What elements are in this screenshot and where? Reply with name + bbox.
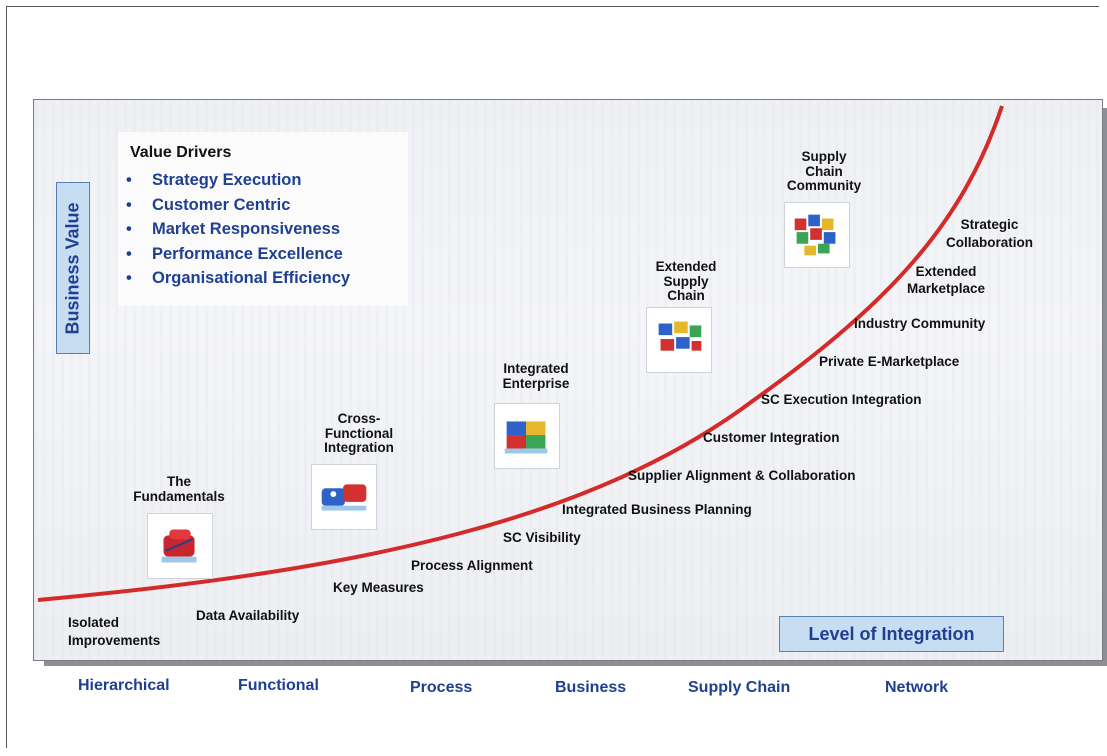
label-supplier-alignment-collaboration: Supplier Alignment & Collaboration (628, 468, 856, 483)
value-driver-item: Market Responsiveness (126, 217, 350, 242)
label-data-availability: Data Availability (196, 608, 300, 623)
category-hierarchical: Hierarchical (78, 677, 170, 694)
diagram-panel: Value Drivers Strategy Execution Custome… (33, 99, 1103, 661)
page-frame (6, 6, 1099, 748)
cross-functional-blocks-icon (311, 464, 377, 530)
level-of-integration-axis-label: Level of Integration (779, 616, 1004, 652)
business-value-axis-label: Business Value (56, 182, 90, 354)
category-network: Network (885, 679, 949, 696)
value-drivers-title: Value Drivers (130, 144, 232, 161)
label-key-measures: Key Measures (333, 580, 424, 595)
label-sc-visibility: SC Visibility (503, 530, 581, 545)
value-driver-item: Organisational Efficiency (126, 266, 350, 291)
value-driver-item: Customer Centric (126, 193, 350, 218)
label-sc-execution-integration: SC Execution Integration (761, 392, 922, 407)
value-drivers-box: Value Drivers Strategy Execution Custome… (118, 132, 408, 306)
fundamentals-block-icon (147, 513, 213, 579)
extended-supply-chain-blocks-icon (646, 307, 712, 373)
label-customer-integration: Customer Integration (703, 430, 840, 445)
integrated-enterprise-blocks-icon (494, 403, 560, 469)
label-process-alignment: Process Alignment (411, 558, 533, 573)
supply-chain-community-blocks-icon (784, 202, 850, 268)
category-process: Process (410, 679, 473, 696)
value-drivers-list: Strategy Execution Customer Centric Mark… (126, 168, 350, 291)
value-driver-item: Strategy Execution (126, 168, 350, 193)
value-driver-item: Performance Excellence (126, 242, 350, 267)
label-industry-community: Industry Community (854, 316, 986, 331)
label-private-e-marketplace: Private E-Marketplace (819, 354, 960, 369)
label-integrated-business-planning: Integrated Business Planning (562, 502, 752, 517)
category-functional: Functional (238, 677, 319, 694)
category-supply-chain: Supply Chain (688, 679, 791, 696)
category-business: Business (555, 679, 627, 696)
value-curve (37, 105, 1004, 602)
